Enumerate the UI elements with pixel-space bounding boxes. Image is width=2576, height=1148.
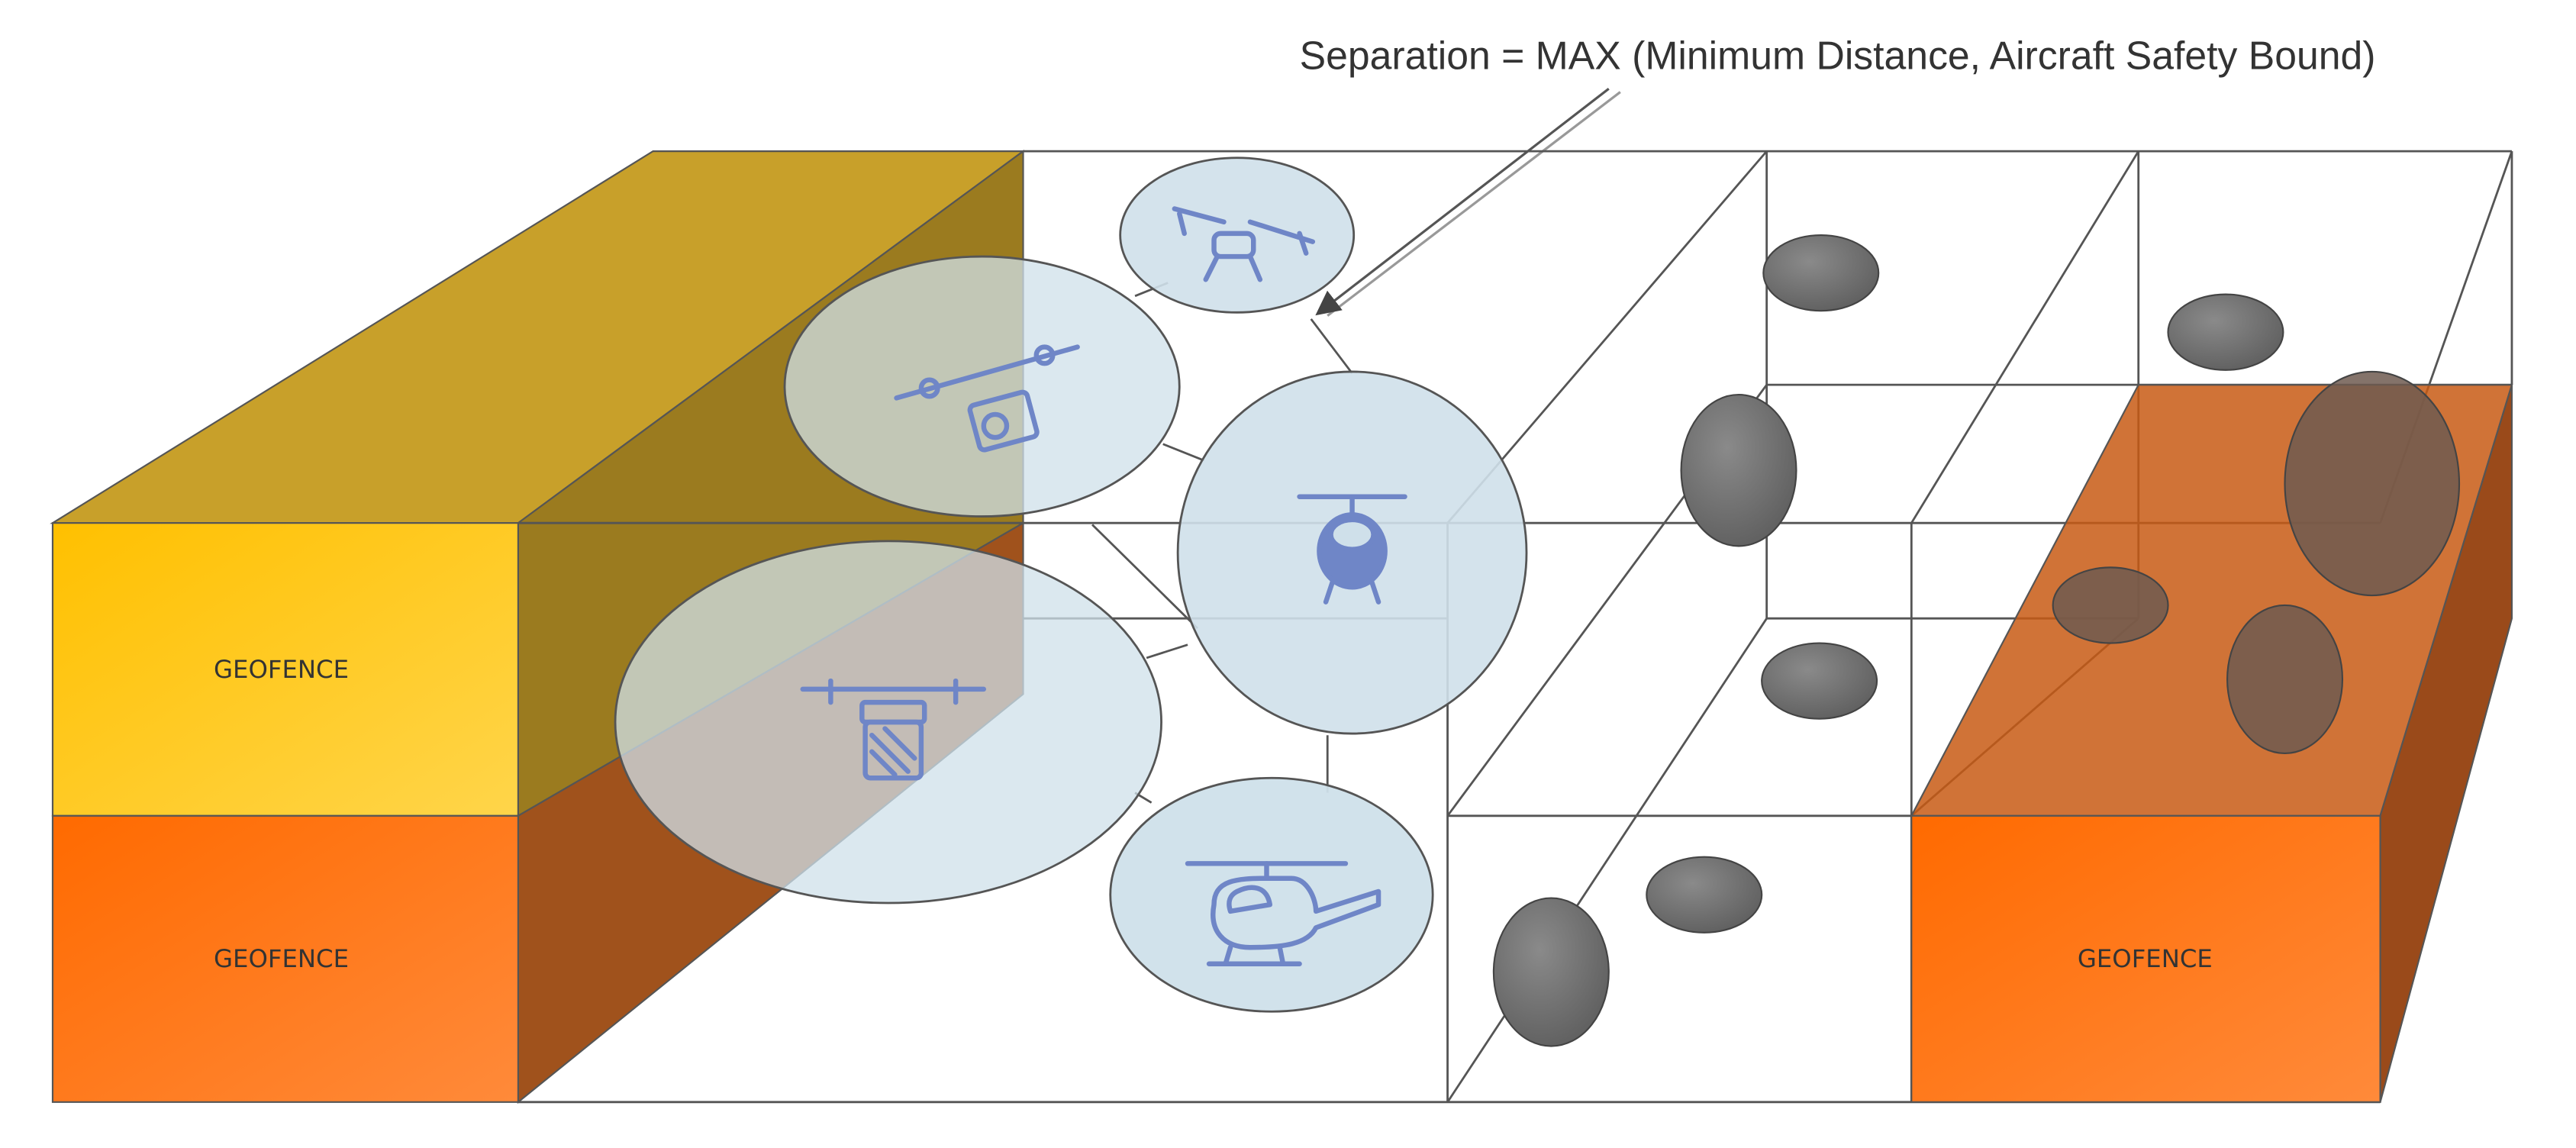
obstacle xyxy=(2226,604,2344,754)
air-taxi-icon xyxy=(1297,494,1407,605)
separation-arrow xyxy=(1315,87,1621,317)
obstacle xyxy=(1492,897,1610,1047)
geofence-orange-right-front xyxy=(1910,814,2381,1103)
obstacle xyxy=(1646,856,1763,934)
geofence-orange-front xyxy=(51,814,519,1103)
geofence-label: GEOFENCE xyxy=(214,655,349,684)
obstacle xyxy=(1762,234,1880,312)
geofence-yellow-front xyxy=(51,522,519,817)
obstacle xyxy=(2052,566,2169,644)
obstacle xyxy=(1680,394,1797,547)
safety-bubble xyxy=(1109,776,1434,1013)
helicopter-icon xyxy=(1185,861,1381,967)
geofence-label: GEOFENCE xyxy=(214,944,349,973)
geofence-label: GEOFENCE xyxy=(2078,944,2213,973)
safety-bubble xyxy=(783,255,1181,518)
obstacle xyxy=(2284,370,2461,597)
separation-formula-label: Separation = MAX (Minimum Distance, Airc… xyxy=(1300,33,2376,77)
quadcopter-icon xyxy=(1172,206,1316,282)
obstacle xyxy=(1761,642,1878,720)
obstacle xyxy=(2167,293,2284,371)
obstacles xyxy=(1492,234,2461,1047)
delivery-drone-icon xyxy=(800,678,987,781)
camera-drone-icon xyxy=(894,344,1080,453)
